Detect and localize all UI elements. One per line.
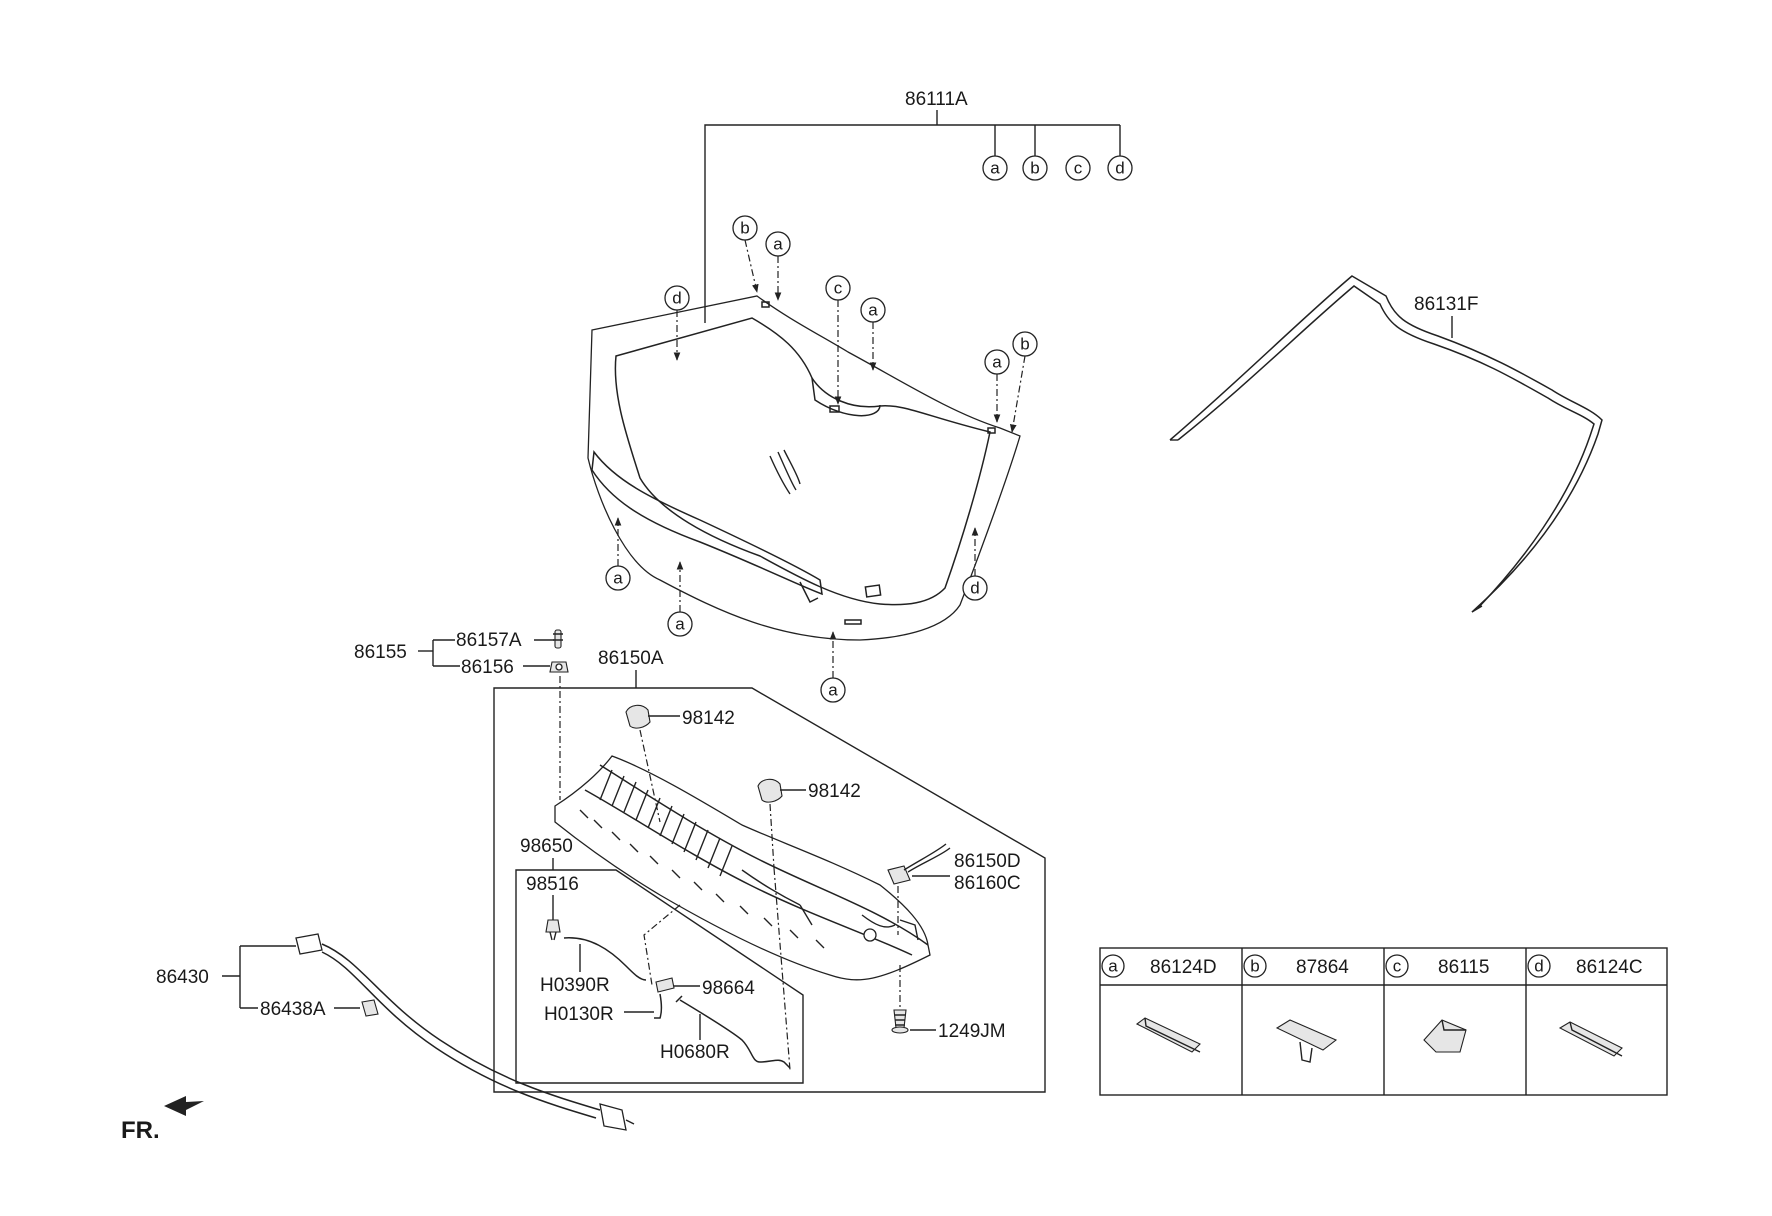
legend-part-86124C: 86124C	[1576, 957, 1643, 978]
callout-b-1: b	[740, 219, 749, 238]
legend-letter-b: b	[1250, 957, 1259, 976]
part-98142-left-label: 98142	[682, 708, 735, 729]
clip-86157A-icon	[553, 629, 563, 649]
harness-clip-icon	[361, 999, 379, 1017]
part-86160C-label: 86160C	[954, 873, 1021, 894]
callout-letter-a: a	[990, 159, 1000, 178]
callout-a-1: a	[773, 235, 783, 254]
part-86430-label: 86430	[156, 967, 209, 988]
hose-h0130r-icon	[654, 993, 663, 1019]
callout-a-4: a	[613, 569, 623, 588]
callout-letter-c: c	[1074, 159, 1083, 178]
part-98142-right-label: 98142	[808, 781, 861, 802]
part-98664-label: 98664	[702, 978, 755, 999]
moulding-strip	[1169, 275, 1603, 613]
legend-letter-c: c	[1393, 957, 1402, 976]
callout-circle-d	[1107, 155, 1133, 181]
part-86111A-label: 86111A	[905, 89, 968, 110]
windshield-leader	[704, 110, 1121, 323]
legend-icon-c	[1423, 1019, 1467, 1053]
part-H0680R-label: H0680R	[660, 1042, 730, 1063]
legend-icon-b	[1275, 1019, 1338, 1063]
screw-icon	[891, 1009, 909, 1034]
legend-letter-a: a	[1108, 957, 1118, 976]
legend-icon-d	[1558, 1021, 1623, 1057]
legend-table: a 86124D b 87864 c 86115 d 86124C	[1099, 947, 1668, 1096]
clip-86156-icon	[549, 661, 569, 673]
glass-callouts: b a d c a b a a a d a	[605, 215, 1038, 703]
legend-icon-a	[1135, 1017, 1201, 1053]
callout-a-6: a	[828, 681, 838, 700]
part-86150A-label: 86150A	[598, 648, 664, 669]
callout-letter-b: b	[1030, 159, 1039, 178]
part-86157A-label: 86157A	[456, 630, 522, 651]
callout-letter-d: d	[1115, 159, 1124, 178]
part-H0390R-label: H0390R	[540, 975, 610, 996]
callout-c-1: c	[834, 279, 843, 298]
callout-circle-a	[982, 155, 1008, 181]
legend-part-87864: 87864	[1296, 957, 1349, 978]
clip-group-leader	[418, 639, 554, 667]
part-1249JM-label: 1249JM	[938, 1021, 1006, 1042]
hose-h0390r-icon	[563, 937, 647, 981]
part-86150D-label: 86150D	[954, 851, 1021, 872]
connector-98664-icon	[655, 977, 675, 993]
callout-circle-b	[1022, 155, 1048, 181]
harness-leader	[222, 945, 360, 1009]
part-86155-label: 86155	[354, 642, 407, 663]
part-98650-label: 98650	[520, 836, 573, 857]
seal-icon	[887, 843, 951, 885]
cowl-panel-drawing	[554, 755, 931, 981]
legend-letter-d: d	[1534, 957, 1543, 976]
front-arrow-icon	[164, 1096, 204, 1116]
callout-a-3: a	[992, 353, 1002, 372]
hose-h0680r-icon	[675, 995, 791, 1069]
part-H0130R-label: H0130R	[544, 1004, 614, 1025]
part-86131F-label: 86131F	[1414, 294, 1478, 315]
hose-sub-box	[515, 869, 804, 1084]
part-98516-label: 98516	[526, 874, 579, 895]
nozzle-left-icon	[625, 704, 680, 729]
harness-cable-icon	[295, 933, 635, 1131]
top-callout-row: a b c d	[982, 155, 1133, 181]
legend-part-86115: 86115	[1438, 957, 1489, 978]
callout-b-2: b	[1020, 335, 1029, 354]
callout-a-2: a	[868, 301, 878, 320]
windshield-glass	[587, 295, 1021, 641]
nozzle-right-icon	[757, 778, 806, 803]
callout-circle-c	[1065, 155, 1091, 181]
front-marker-label: FR.	[121, 1117, 160, 1144]
callout-a-5: a	[675, 615, 685, 634]
cowl-panel-box	[493, 687, 1046, 1093]
callout-d-2: d	[970, 579, 979, 598]
part-86156-label: 86156	[461, 657, 514, 678]
check-valve-icon	[545, 919, 561, 941]
legend-part-86124D: 86124D	[1150, 957, 1217, 978]
part-86438A-label: 86438A	[260, 999, 326, 1020]
callout-d-1: d	[672, 289, 681, 308]
